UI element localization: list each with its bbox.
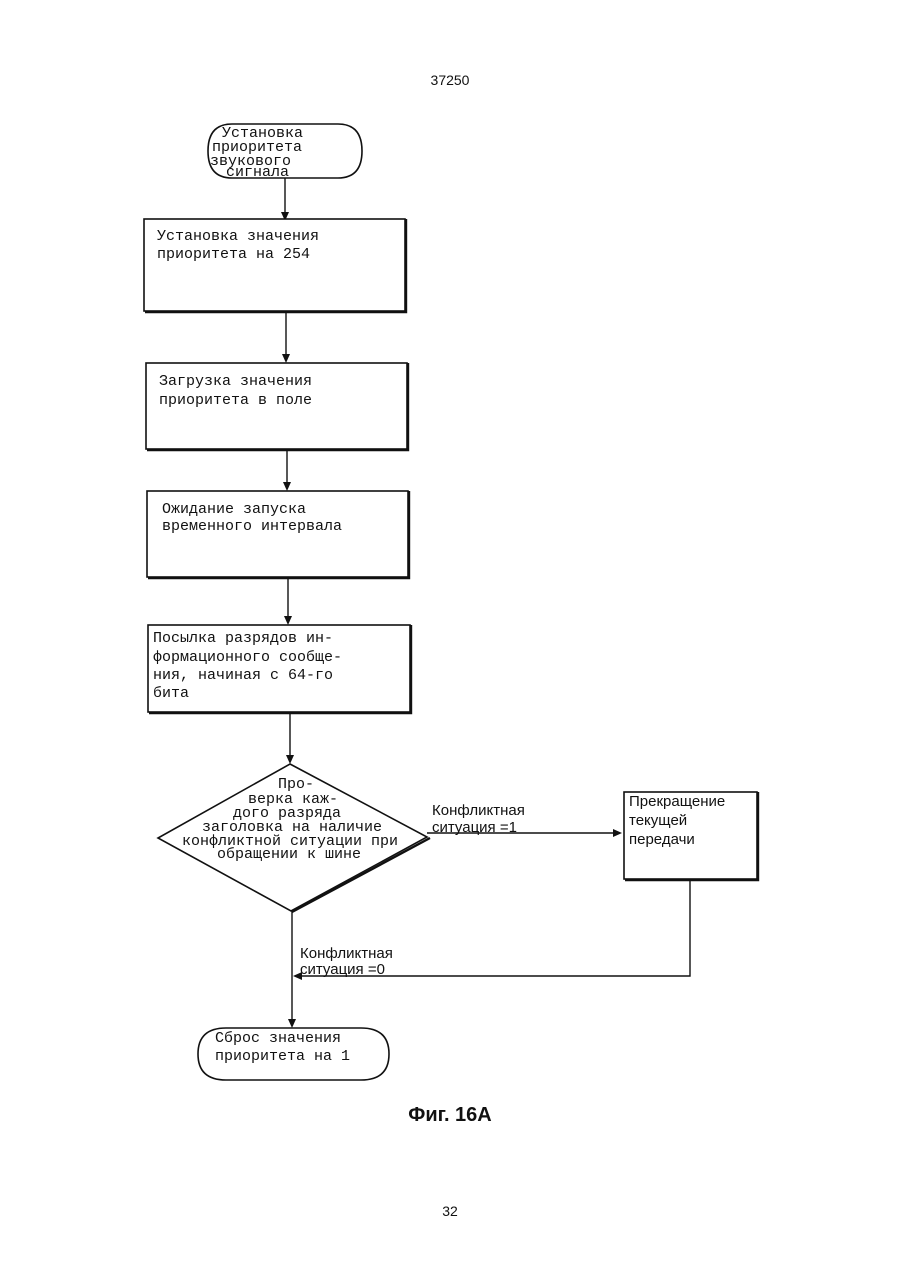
connector-step1-step2 (282, 312, 290, 363)
process-box-send-bits: Посылка разрядов ин- формационного сообщ… (148, 625, 411, 713)
step4-text-1: Посылка разрядов ин- (153, 630, 333, 647)
process-box-load-priority: Загрузка значения приоритета в поле (146, 363, 408, 450)
decision-check-conflict: Про- верка каж- дого разряда заголовка н… (158, 764, 430, 912)
process-box-set-priority: Установка значения приоритета на 254 (144, 219, 406, 312)
end-text-1: Сброс значения (215, 1030, 341, 1047)
connector-decision-end: Конфликтная ситуация =0 (288, 911, 393, 1028)
abort-text-2: текущей (629, 812, 687, 829)
step1-text-1: Установка значения (157, 228, 319, 245)
decision-text-6: обращении к шине (217, 846, 361, 863)
start-terminator: Установка приоритета звукового сигнала (208, 124, 362, 181)
figure-caption: Фиг. 16А (0, 1104, 900, 1127)
step3-text-1: Ожидание запуска (162, 501, 306, 518)
start-text-4: сигнала (226, 164, 289, 181)
connector-step4-decision (286, 713, 294, 764)
process-box-wait-interval: Ожидание запуска временного интервала (147, 491, 409, 578)
end-terminator: Сброс значения приоритета на 1 (198, 1028, 389, 1080)
step3-text-2: временного интервала (162, 518, 342, 535)
connector-start-step1 (281, 178, 289, 221)
step2-text-2: приоритета в поле (159, 392, 312, 409)
abort-text-1: Прекращение (629, 793, 725, 810)
step1-text-2: приоритета на 254 (157, 246, 310, 263)
branch-no-label-2: ситуация =0 (300, 961, 385, 978)
process-box-abort-transmission: Прекращение текущей передачи (624, 792, 758, 880)
abort-text-3: передачи (629, 831, 695, 848)
step4-text-2: формационного сообще- (153, 649, 342, 666)
step4-text-4: бита (153, 685, 189, 702)
connector-decision-abort: Конфликтная ситуация =1 (427, 802, 622, 837)
branch-no-label-1: Конфликтная (300, 945, 393, 962)
end-text-2: приоритета на 1 (215, 1048, 350, 1065)
step2-text-1: Загрузка значения (159, 373, 312, 390)
branch-yes-label-2: ситуация =1 (432, 819, 517, 836)
page-number: 32 (0, 1203, 900, 1219)
branch-yes-label-1: Конфликтная (432, 802, 525, 819)
connector-step2-step3 (283, 450, 291, 491)
connector-step3-step4 (284, 578, 292, 625)
step4-text-3: ния, начиная с 64-го (153, 667, 333, 684)
